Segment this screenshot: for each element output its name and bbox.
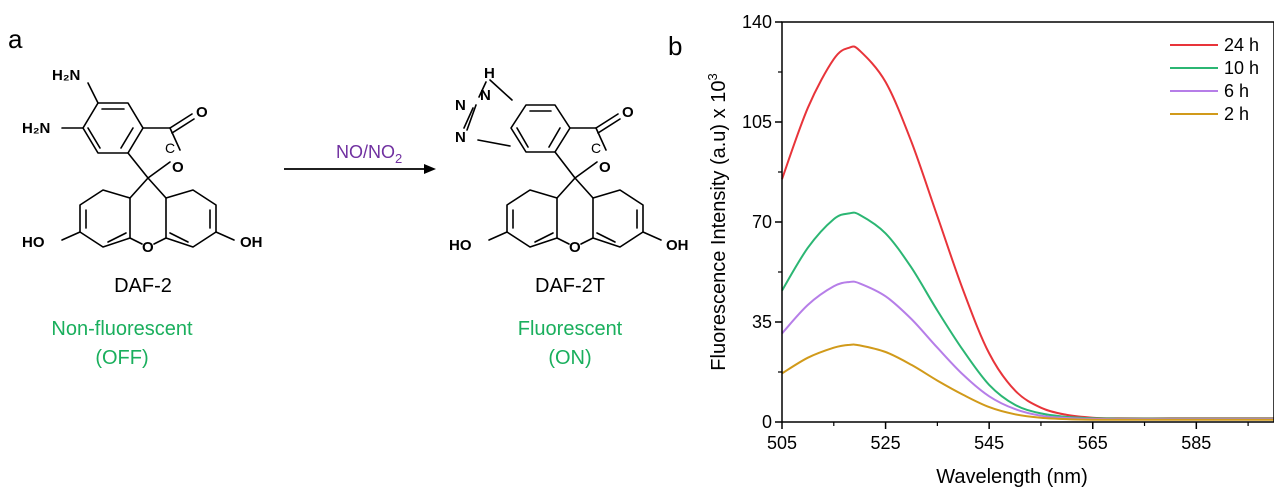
x-tick-label: 565 bbox=[1078, 433, 1108, 453]
y-axis-label-text: Fluorescence Intensity (a.u) x 10 bbox=[708, 81, 730, 371]
y-tick-label: 140 bbox=[742, 12, 772, 32]
daf2t-xanthene-right-ring bbox=[592, 189, 644, 248]
reagent-label: NO/NO2 bbox=[336, 142, 402, 166]
daf2t-xanthene-left-ring bbox=[506, 189, 558, 248]
x-axis-label: Wavelength (nm) bbox=[936, 466, 1088, 488]
y-axis-ticks: 0 35 70 105 140 bbox=[742, 12, 782, 432]
plot-series-group bbox=[781, 45, 1274, 421]
series-line-10h bbox=[781, 211, 1274, 420]
daf2t-state-line2: (ON) bbox=[548, 347, 591, 369]
daf2-carbonyl-c: C bbox=[165, 140, 175, 156]
series-line-24h bbox=[781, 45, 1274, 420]
daf2-structure: H₂N H₂N C O O O HO OH bbox=[22, 67, 263, 256]
y-axis-label: Fluorescence Intensity (a.u) x 103 bbox=[705, 73, 730, 370]
daf2-xanthene-right-ring bbox=[165, 189, 217, 248]
daf2t-nh: N bbox=[480, 87, 491, 104]
panel-a-label: a bbox=[8, 24, 23, 54]
y-tick-label: 35 bbox=[752, 312, 772, 332]
daf2t-benzene-ring bbox=[510, 104, 571, 153]
y-axis-label-superscript: 3 bbox=[705, 73, 720, 80]
daf2-carbonyl-o: O bbox=[196, 104, 208, 121]
daf2-nh2-left: H₂N bbox=[22, 120, 50, 137]
panel-b-label: b bbox=[668, 31, 682, 61]
daf2t-carbonyl-c: C bbox=[591, 140, 601, 156]
daf2t-structure: H N N N C O O O HO OH bbox=[449, 65, 689, 256]
legend-label: 10 h bbox=[1224, 58, 1259, 78]
daf2t-name: DAF-2T bbox=[535, 275, 605, 297]
daf2t-h: H bbox=[484, 65, 495, 82]
reaction-arrow bbox=[284, 164, 436, 174]
daf2-name: DAF-2 bbox=[114, 275, 172, 297]
daf2-xanthene-left-ring bbox=[79, 189, 131, 248]
y-tick-label: 0 bbox=[762, 412, 772, 432]
daf2-xanthene-o: O bbox=[142, 239, 154, 256]
y-tick-label: 105 bbox=[742, 112, 772, 132]
legend-label: 6 h bbox=[1224, 81, 1249, 101]
x-tick-label: 505 bbox=[767, 433, 797, 453]
daf2-oh-left: HO bbox=[22, 234, 45, 251]
series-line-6h bbox=[781, 280, 1274, 421]
daf2-state-line2: (OFF) bbox=[95, 347, 148, 369]
legend-label: 24 h bbox=[1224, 35, 1259, 55]
y-tick-label: 70 bbox=[752, 212, 772, 232]
daf2-oh-right: OH bbox=[240, 234, 263, 251]
daf2t-n1: N bbox=[455, 97, 466, 114]
legend: 24 h 10 h 6 h 2 h bbox=[1170, 35, 1259, 124]
daf2t-oh-left: HO bbox=[449, 237, 472, 254]
plot-frame bbox=[781, 21, 1274, 423]
daf2t-ring-o: O bbox=[599, 159, 611, 176]
daf2t-xanthene-o: O bbox=[569, 239, 581, 256]
series-line-2h bbox=[781, 343, 1274, 421]
legend-label: 2 h bbox=[1224, 104, 1249, 124]
x-tick-label: 525 bbox=[871, 433, 901, 453]
daf2-nh2-top: H₂N bbox=[52, 67, 80, 84]
daf2-ring-o: O bbox=[172, 159, 184, 176]
daf2t-oh-right: OH bbox=[666, 237, 689, 254]
daf2t-n2: N bbox=[455, 129, 466, 146]
reagent-text: NO/NO bbox=[336, 142, 395, 162]
x-tick-label: 585 bbox=[1181, 433, 1211, 453]
reagent-subscript: 2 bbox=[395, 151, 402, 166]
daf2-state-line1: Non-fluorescent bbox=[51, 318, 193, 340]
x-axis-ticks: 505 525 545 565 585 bbox=[767, 422, 1249, 453]
x-tick-label: 545 bbox=[974, 433, 1004, 453]
daf2-benzene-ring bbox=[82, 102, 144, 154]
daf2t-carbonyl-o: O bbox=[622, 104, 634, 121]
fluorescence-chart: 505 525 545 565 585 0 35 70 105 140 Wavelength (… bbox=[705, 12, 1274, 488]
daf2t-state-line1: Fluorescent bbox=[518, 318, 623, 340]
